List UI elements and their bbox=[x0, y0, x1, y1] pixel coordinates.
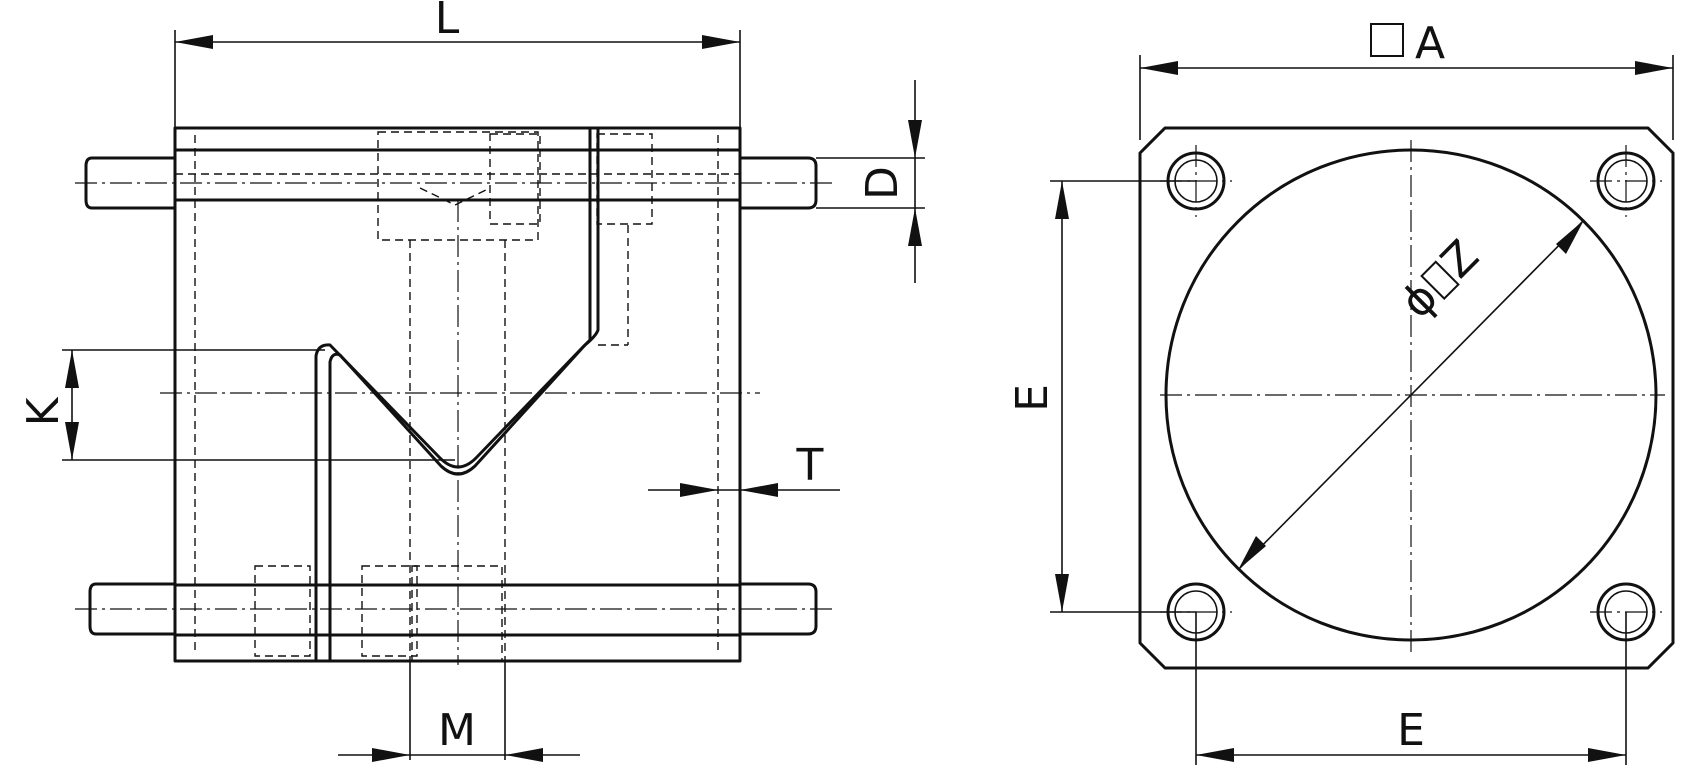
square-symbol bbox=[1370, 23, 1404, 57]
side-center-lines bbox=[75, 182, 835, 665]
label-pin-diameter: D bbox=[857, 166, 908, 200]
v-notch-profile bbox=[314, 128, 600, 661]
dim-length: L bbox=[174, 0, 741, 128]
side-hidden-lines bbox=[175, 131, 740, 662]
label-m: M bbox=[438, 705, 476, 756]
label-k: K bbox=[18, 396, 69, 426]
dim-hole-spacing-vertical: E bbox=[1007, 180, 1196, 613]
label-diameter-suffix: Z bbox=[1432, 231, 1489, 288]
front-view: ϕ Z A E bbox=[1007, 18, 1675, 765]
label-thickness: T bbox=[796, 440, 824, 491]
dim-pin-diameter: D bbox=[816, 80, 925, 283]
dim-k: K bbox=[18, 349, 455, 461]
label-diameter-symbol: ϕ bbox=[1391, 272, 1448, 329]
square-plate bbox=[1138, 126, 1675, 670]
diameter-value-box bbox=[1420, 260, 1460, 300]
label-length: L bbox=[435, 0, 460, 44]
dim-thickness: T bbox=[648, 440, 840, 497]
label-hole-spacing-horizontal: E bbox=[1397, 705, 1425, 756]
side-view: L D K T bbox=[18, 0, 925, 762]
dim-hole-spacing-horizontal: E bbox=[1195, 612, 1627, 765]
front-center-lines bbox=[1160, 140, 1665, 655]
label-hole-spacing-vertical: E bbox=[1007, 384, 1058, 412]
dim-m: M bbox=[338, 661, 580, 762]
label-square-side: A bbox=[1415, 18, 1445, 69]
dim-square-side: A bbox=[1139, 18, 1674, 140]
